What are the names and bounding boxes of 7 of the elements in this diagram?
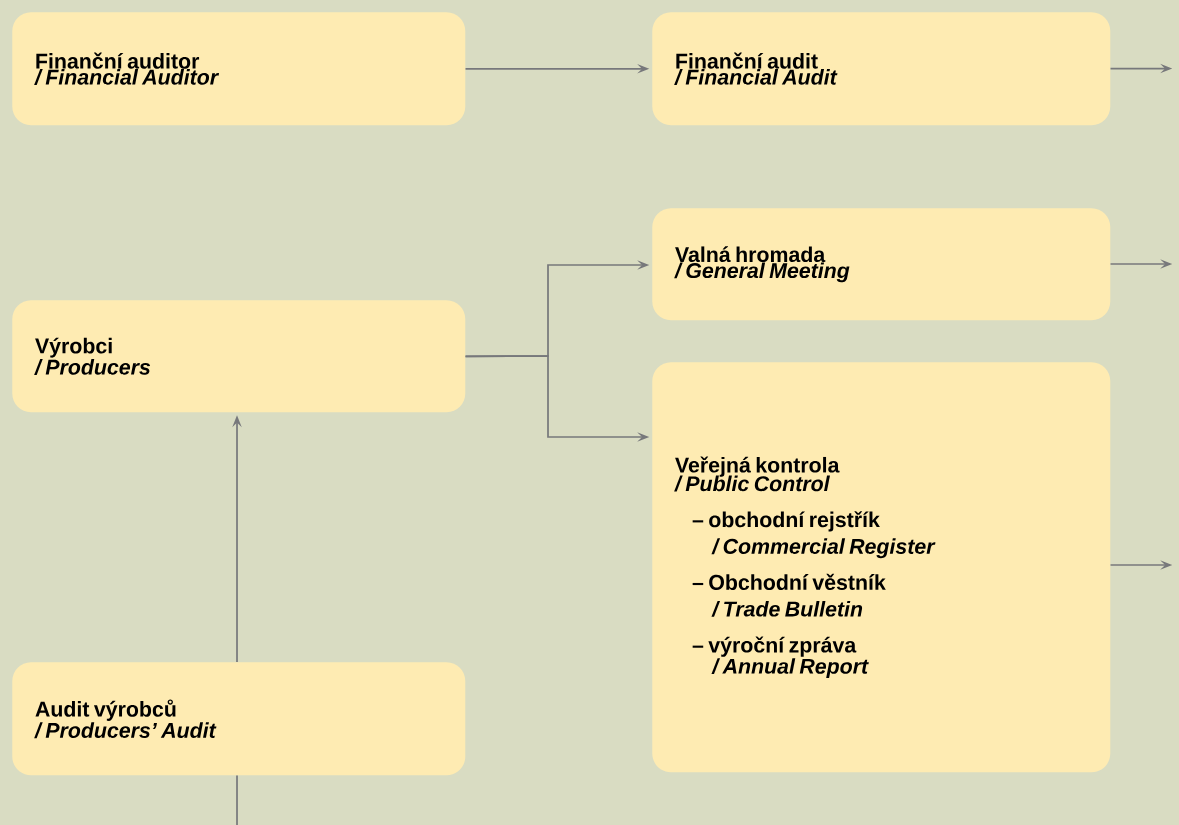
connector-line <box>236 774 238 825</box>
process-box: Výrobci / Producers <box>12 300 466 413</box>
process-box: Veřejná kontrola / Public Control – obchodní rejstřík / Commercial Register – Obchodní věstník / Trade Bulletin – výroční zpráva / Annual Report <box>652 362 1111 773</box>
process-box: Finanční audit / Financial Audit <box>652 12 1111 126</box>
process-box: Finanční auditor / Financial Auditor <box>12 12 466 126</box>
process-box: Audit výrobců / Producers’ Audit <box>12 662 466 776</box>
process-box: Valná hromada / General Meeting <box>652 208 1111 321</box>
